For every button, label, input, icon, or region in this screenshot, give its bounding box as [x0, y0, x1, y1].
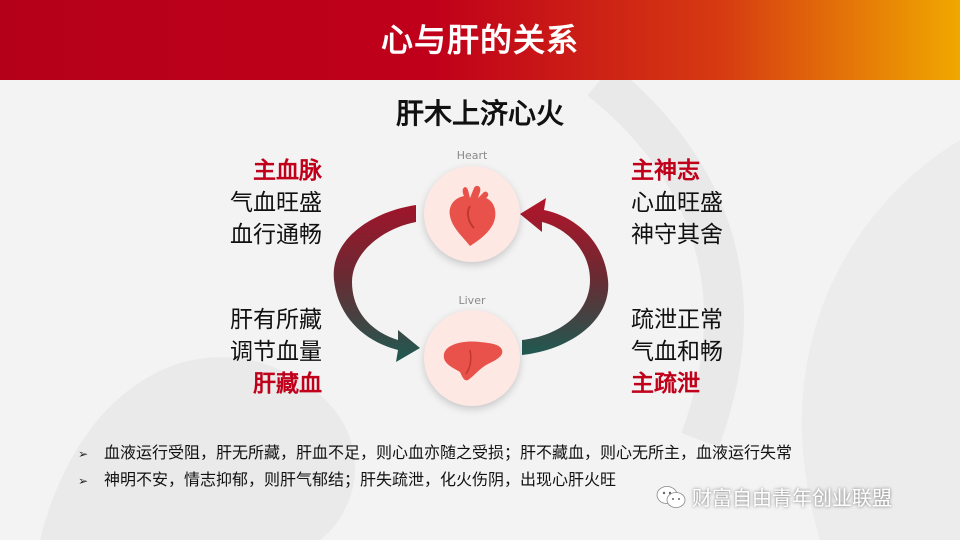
liver-left-text: 肝有所藏 调节血量 肝藏血 — [222, 304, 322, 400]
heart-right-line2: 神守其舍 — [631, 222, 723, 248]
watermark-text: 财富自由青年创业联盟 — [692, 486, 892, 510]
liver-left-line1: 肝有所藏 — [230, 307, 322, 333]
bullet-text: 血液运行受阻，肝无所藏，肝血不足，则心血亦随之受损；肝不藏血，则心无所主，血液运… — [104, 443, 793, 462]
heart-left-text: 主血脉 气血旺盛 血行通畅 — [222, 155, 322, 251]
heart-right-heading: 主神志 — [631, 158, 700, 184]
heart-left-line2: 血行通畅 — [230, 222, 322, 248]
left-cycle-arrow — [333, 205, 420, 362]
arrow-bullet-icon: ➢ — [78, 447, 89, 461]
liver-left-line2: 调节血量 — [230, 339, 322, 365]
liver-right-line1: 疏泄正常 — [631, 307, 723, 333]
liver-label: Liver — [458, 294, 486, 307]
heart-left-line1: 气血旺盛 — [230, 190, 322, 216]
heart-right-line1: 心血旺盛 — [631, 190, 723, 216]
liver-circle — [424, 310, 520, 406]
diagram-title: 肝木上济心火 — [395, 97, 564, 130]
heart-icon — [449, 185, 496, 246]
heart-circle — [424, 166, 520, 262]
liver-right-line2: 气血和畅 — [631, 339, 723, 365]
heart-left-heading: 主血脉 — [253, 158, 322, 184]
liver-left-heading: 肝藏血 — [253, 371, 322, 397]
bullet-text: 神明不安，情志抑郁，则肝气郁结；肝失疏泄，化火伤阴，出现心肝火旺 — [104, 470, 617, 489]
arrow-bullet-icon: ➢ — [78, 474, 89, 488]
title-bar: 心与肝的关系 — [0, 0, 960, 80]
heart-right-text: 主神志 心血旺盛 神守其舍 — [631, 155, 741, 251]
liver-right-text: 疏泄正常 气血和畅 主疏泄 — [631, 304, 741, 400]
bullet-item: ➢ 神明不安，情志抑郁，则肝气郁结；肝失疏泄，化火伤阴，出现心肝火旺 — [78, 467, 938, 494]
bullet-item: ➢ 血液运行受阻，肝无所藏，肝血不足，则心血亦随之受损；肝不藏血，则心无所主，血… — [78, 440, 938, 467]
heart-label: Heart — [456, 149, 488, 162]
background-swirl — [40, 80, 960, 540]
watermark: 财富自由青年创业联盟 — [656, 482, 892, 511]
wechat-icon — [656, 485, 686, 508]
liver-right-heading: 主疏泄 — [631, 371, 700, 397]
liver-icon — [443, 341, 503, 381]
bullet-list: ➢ 血液运行受阻，肝无所藏，肝血不足，则心血亦随之受损；肝不藏血，则心无所主，血… — [78, 440, 938, 494]
page-title: 心与肝的关系 — [380, 21, 579, 59]
right-cycle-arrow — [520, 198, 609, 355]
